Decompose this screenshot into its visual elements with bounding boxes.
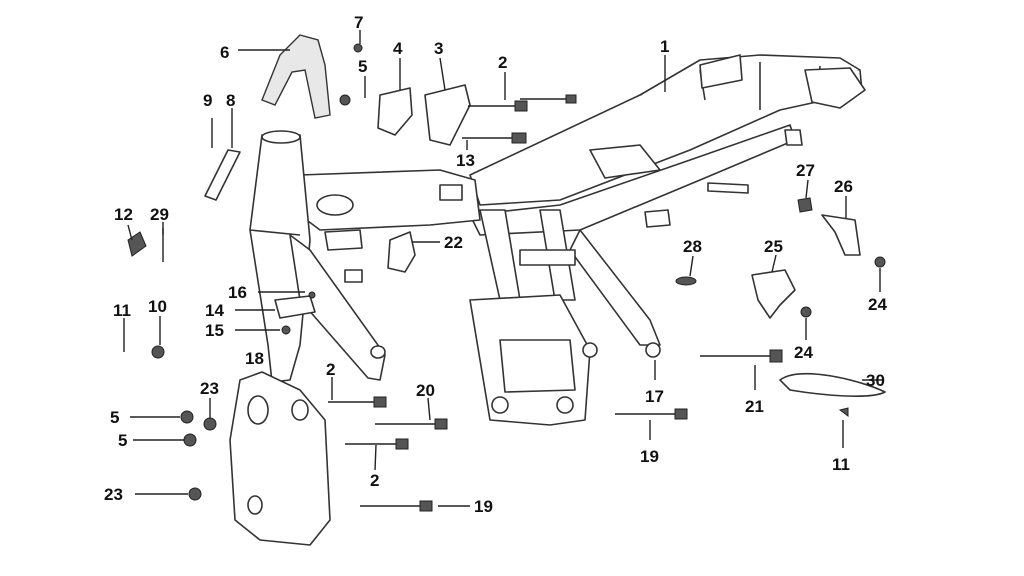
label-5-b: 5 — [118, 431, 127, 450]
part-23-nut-upper — [203, 417, 217, 431]
part-17-nut — [645, 342, 661, 358]
label-24-lower: 24 — [794, 343, 813, 362]
label-6: 6 — [220, 43, 229, 62]
label-2-top: 2 — [498, 53, 507, 72]
label-28: 28 — [683, 237, 702, 256]
label-25: 25 — [764, 237, 783, 256]
label-22: 22 — [444, 233, 463, 252]
part-11-pin-right — [838, 407, 849, 417]
label-15: 15 — [205, 321, 224, 340]
label-2-low: 2 — [370, 471, 379, 490]
label-27: 27 — [796, 161, 815, 180]
part-23-nut-lower — [188, 487, 202, 501]
label-7: 7 — [354, 13, 363, 32]
callout-labels: 1 2 3 4 5 6 7 8 9 13 22 12 29 16 14 15 1… — [104, 13, 887, 516]
part-10-fitting — [151, 345, 165, 359]
bolt-part-2-mid — [328, 396, 387, 408]
part-6-cover — [261, 34, 331, 119]
label-1: 1 — [660, 37, 669, 56]
part-8-plate — [204, 149, 241, 201]
part-25-bracket — [751, 269, 796, 319]
label-26: 26 — [834, 177, 853, 196]
label-12: 12 — [114, 205, 133, 224]
label-17: 17 — [645, 387, 664, 406]
part-4-bracket — [377, 87, 413, 136]
label-5-top: 5 — [358, 57, 367, 76]
bolt-part-2-low — [345, 438, 409, 450]
part-5-nut-b — [183, 433, 197, 447]
label-10: 10 — [148, 297, 167, 316]
bolt-part-13 — [462, 132, 527, 144]
label-21: 21 — [745, 397, 764, 416]
label-9: 9 — [203, 91, 212, 110]
label-19-right: 19 — [640, 447, 659, 466]
part-26-bracket — [821, 214, 861, 256]
bolt-part-2-top — [468, 94, 577, 112]
part-28-washer — [675, 276, 697, 286]
bolt-part-19-low — [360, 500, 433, 512]
part-24-nut-upper — [874, 256, 886, 268]
label-8: 8 — [226, 91, 235, 110]
label-11-left: 11 — [113, 301, 131, 320]
part-30-strap — [779, 372, 886, 397]
bolt-part-19-right — [615, 408, 688, 420]
part-27-fitting — [797, 197, 813, 213]
label-29: 29 — [150, 205, 169, 224]
label-14: 14 — [205, 301, 224, 320]
label-20: 20 — [416, 381, 435, 400]
label-13: 13 — [456, 151, 475, 170]
part-3-bracket — [424, 84, 471, 146]
part-24-nut-lower — [800, 306, 812, 318]
label-24-upper: 24 — [868, 295, 887, 314]
label-2-mid: 2 — [326, 360, 335, 379]
label-5-a: 5 — [110, 408, 119, 427]
part-14-clamp — [274, 295, 316, 319]
bolt-part-21 — [700, 349, 783, 363]
label-18: 18 — [245, 349, 264, 368]
part-5-nut-top — [339, 94, 351, 106]
label-11-right: 11 — [832, 455, 850, 474]
label-3: 3 — [434, 39, 443, 58]
label-30: 30 — [866, 371, 885, 390]
part-5-nut-a — [180, 410, 194, 424]
label-4: 4 — [393, 39, 403, 58]
part-12-clip — [127, 231, 147, 257]
label-16: 16 — [228, 283, 247, 302]
part-18-plate — [229, 371, 331, 546]
label-19-low: 19 — [474, 497, 493, 516]
leader-lines — [123, 30, 882, 507]
part-7-pin — [353, 43, 363, 53]
part-16-nut — [308, 291, 316, 299]
label-23-upper: 23 — [200, 379, 219, 398]
main-frame — [249, 54, 866, 426]
label-23-lower: 23 — [104, 485, 123, 504]
part-22-clip — [387, 231, 416, 273]
bolt-part-20 — [375, 418, 448, 430]
part-15-screw — [281, 325, 291, 335]
